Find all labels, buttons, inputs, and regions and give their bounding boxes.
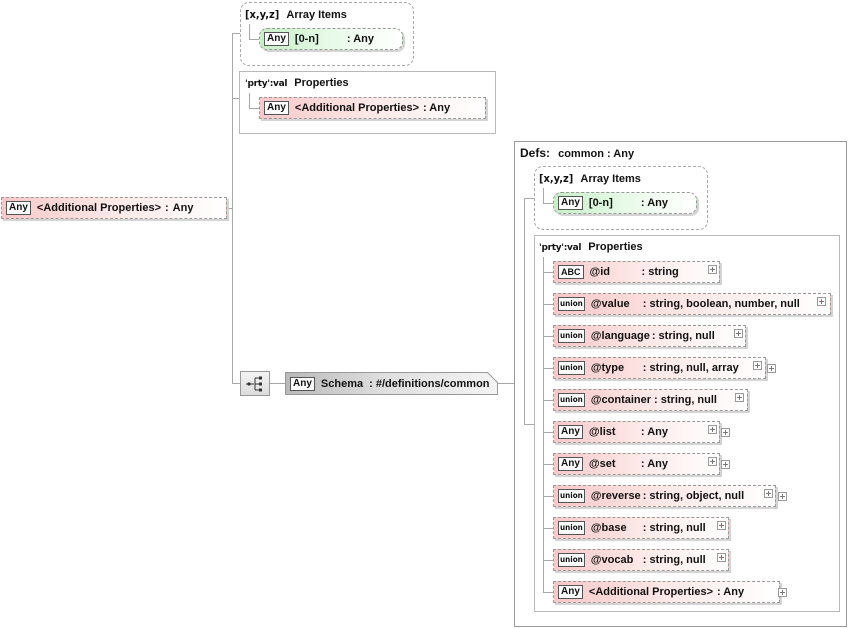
sequence-icon (246, 376, 262, 392)
connector (543, 464, 553, 465)
any-badge: Any (6, 201, 31, 215)
expand-icon[interactable] (717, 553, 726, 562)
any-badge: Any (290, 376, 315, 391)
expand-icon[interactable] (753, 361, 762, 370)
expand-icon[interactable] (708, 425, 717, 434)
connector (543, 432, 553, 433)
union-badge: union (558, 553, 585, 567)
expand-icon[interactable] (767, 364, 776, 373)
connector (249, 93, 250, 109)
property-set[interactable]: Any @set : Any (553, 453, 720, 475)
union-badge: union (558, 329, 585, 343)
array-items-header: [x,y,z] Array Items (245, 8, 347, 21)
property-additional-properties[interactable]: Any <Additional Properties> : Any (553, 581, 780, 603)
connector (232, 98, 240, 99)
defs-header: Defs: common : Any (520, 146, 635, 160)
union-badge: union (558, 393, 585, 407)
connector (226, 208, 232, 209)
expand-icon[interactable] (817, 297, 826, 306)
defs-array-items-header: [x,y,z] Array Items (539, 172, 641, 185)
any-badge: Any (264, 32, 289, 46)
array-item-node[interactable]: Any [0-n] : Any (259, 28, 403, 50)
property-base[interactable]: union @base : string, null (553, 517, 729, 539)
property-value[interactable]: union @value : string, boolean, number, … (553, 293, 831, 315)
connector (232, 33, 233, 383)
connector (249, 108, 259, 109)
expand-icon[interactable] (764, 489, 773, 498)
connector (524, 424, 534, 425)
union-badge: union (558, 489, 585, 503)
properties-header: 'prty':val Properties (245, 77, 349, 89)
properties-symbol: 'prty':val (539, 243, 582, 253)
expand-icon[interactable] (717, 521, 726, 530)
connector (524, 198, 534, 199)
connector (543, 257, 544, 593)
union-badge: union (558, 361, 585, 375)
connector (249, 24, 250, 39)
union-badge: union (558, 297, 585, 311)
properties-symbol: 'prty':val (245, 79, 288, 89)
string-badge: ABC (558, 265, 584, 279)
defs-array-item-node[interactable]: Any [0-n] : Any (553, 192, 697, 214)
connector (232, 33, 241, 34)
expand-icon[interactable] (778, 588, 787, 597)
connector (498, 383, 514, 384)
property-language[interactable]: union @language : string, null (553, 325, 746, 347)
defs-properties-header: 'prty':val Properties (539, 241, 643, 253)
expand-icon[interactable] (721, 428, 730, 437)
property-reverse[interactable]: union @reverse : string, object, null (553, 485, 776, 507)
expand-icon[interactable] (708, 265, 717, 274)
connector (543, 560, 553, 561)
any-badge: Any (558, 425, 583, 439)
any-badge: Any (558, 457, 583, 471)
property-list[interactable]: Any @list : Any (553, 421, 720, 443)
expand-icon[interactable] (735, 393, 744, 402)
properties-item-node[interactable]: Any <Additional Properties> : Any (259, 97, 486, 119)
schema-node[interactable]: Any Schema : #/definitions/common (285, 372, 498, 395)
connector (524, 198, 525, 424)
property-container[interactable]: union @container : string, null (553, 389, 748, 411)
connector (543, 304, 553, 305)
property-vocab[interactable]: union @vocab : string, null (553, 549, 729, 571)
schema-fold (486, 371, 499, 384)
expand-icon[interactable] (708, 457, 717, 466)
any-badge: Any (558, 196, 583, 210)
property-type[interactable]: union @type : string, null, array (553, 357, 766, 379)
connector (543, 203, 553, 204)
connector (232, 383, 240, 384)
connector (543, 528, 553, 529)
connector (543, 272, 553, 273)
sequence-compositor[interactable] (240, 371, 270, 396)
connector (249, 39, 259, 40)
expand-icon[interactable] (734, 329, 743, 338)
any-badge: Any (558, 585, 583, 599)
array-symbol: [x,y,z] (245, 8, 280, 21)
connector (270, 383, 285, 384)
union-badge: union (558, 521, 585, 535)
root-additional-properties[interactable]: Any <Additional Properties> : Any (1, 197, 227, 219)
property-id[interactable]: ABC @id : string (553, 261, 720, 283)
any-badge: Any (264, 101, 289, 115)
array-symbol: [x,y,z] (539, 172, 574, 185)
connector (543, 400, 553, 401)
connector (543, 336, 553, 337)
connector (543, 496, 553, 497)
expand-icon[interactable] (721, 460, 730, 469)
connector (543, 592, 553, 593)
connector (543, 368, 553, 369)
connector (543, 188, 544, 203)
expand-icon[interactable] (778, 492, 787, 501)
